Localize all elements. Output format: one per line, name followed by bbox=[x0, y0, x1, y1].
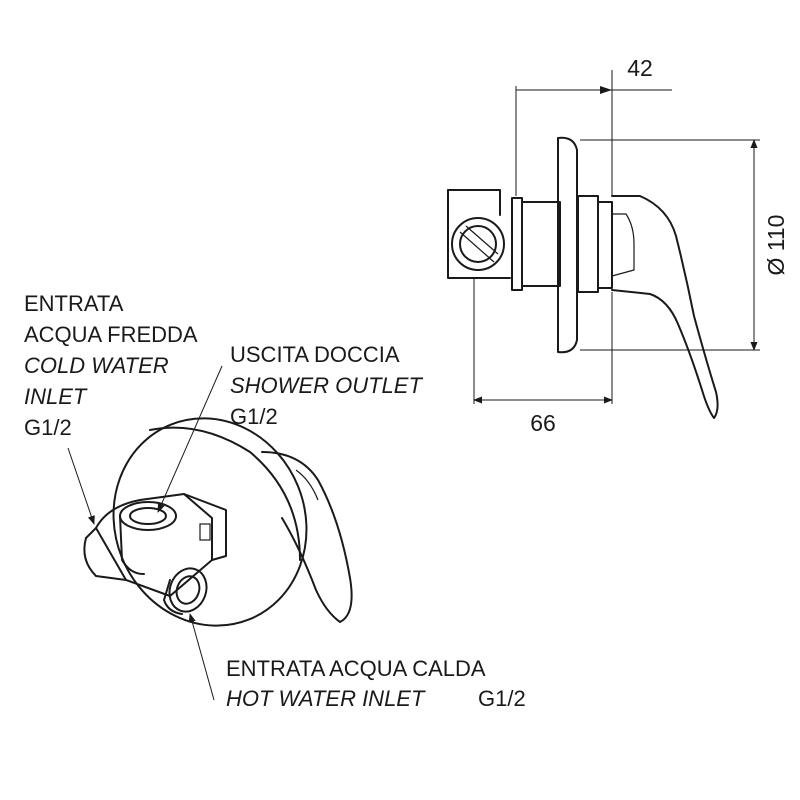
cold-inlet-line3: COLD WATER bbox=[24, 353, 169, 378]
connector-thread bbox=[459, 225, 499, 263]
lever-handle-3d bbox=[261, 451, 353, 623]
shower-outlet-line1: USCITA DOCCIA bbox=[230, 342, 400, 367]
connector-ring-outer bbox=[451, 217, 505, 271]
connector-left bbox=[447, 189, 469, 279]
shower-outlet-line2: SHOWER OUTLET bbox=[230, 373, 423, 398]
dimension-diameter: Ø 110 bbox=[580, 139, 789, 351]
cartridge-ring bbox=[577, 195, 599, 293]
dimension-42-text: 42 bbox=[627, 55, 653, 81]
shower-outlet-leader bbox=[157, 365, 223, 513]
body-cylinder bbox=[521, 201, 561, 287]
wall-plate bbox=[557, 136, 578, 354]
valve-edge bbox=[85, 527, 97, 539]
hot-inlet-leader bbox=[188, 613, 215, 701]
hot-inlet-body bbox=[163, 579, 183, 615]
lever-edge bbox=[295, 469, 319, 501]
dimension-66: 66 bbox=[473, 278, 613, 436]
arrowhead bbox=[600, 86, 612, 94]
valve-body bbox=[95, 493, 213, 597]
flange-screw bbox=[199, 523, 211, 541]
cold-inlet-label: ENTRATA ACQUA FREDDA COLD WATER INLET G1… bbox=[24, 291, 198, 440]
lever-handle bbox=[611, 195, 719, 419]
dimension-66-text: 66 bbox=[530, 410, 556, 436]
cold-inlet-line2: ACQUA FREDDA bbox=[24, 322, 198, 347]
valve-side bbox=[83, 537, 127, 581]
hot-inlet-label: ENTRATA ACQUA CALDA HOT WATER INLET G1/2 bbox=[226, 656, 526, 711]
cartridge-cap bbox=[597, 201, 613, 289]
cold-inlet-line5: G1/2 bbox=[24, 415, 72, 440]
body-collar bbox=[511, 197, 523, 291]
outlet-body bbox=[119, 515, 145, 575]
valve-flange bbox=[183, 493, 227, 561]
connector-ring-inner bbox=[459, 225, 497, 263]
hot-inlet-line3: G1/2 bbox=[478, 686, 526, 711]
shower-outlet-line3: G1/2 bbox=[230, 404, 278, 429]
perspective-view bbox=[83, 417, 353, 627]
outlet-ring-inner bbox=[129, 507, 167, 525]
connector-top bbox=[447, 189, 501, 216]
cold-inlet-line4: INLET bbox=[24, 384, 88, 409]
cold-inlet-leader bbox=[67, 447, 95, 525]
diameter-text: Ø 110 bbox=[763, 215, 789, 276]
dimension-42: 42 bbox=[515, 55, 672, 196]
shower-outlet-label: USCITA DOCCIA SHOWER OUTLET G1/2 bbox=[230, 342, 423, 429]
outlet-ring-outer bbox=[119, 501, 177, 531]
rosette-rim bbox=[149, 426, 301, 561]
side-view bbox=[447, 136, 719, 419]
hot-inlet-ring-outer bbox=[168, 567, 208, 613]
lever-base bbox=[611, 213, 635, 277]
hot-inlet-ring-inner bbox=[175, 575, 201, 605]
hot-inlet-line2: HOT WATER INLET bbox=[226, 686, 426, 711]
cold-inlet-line1: ENTRATA bbox=[24, 291, 124, 316]
hot-inlet-line1: ENTRATA ACQUA CALDA bbox=[226, 656, 486, 681]
